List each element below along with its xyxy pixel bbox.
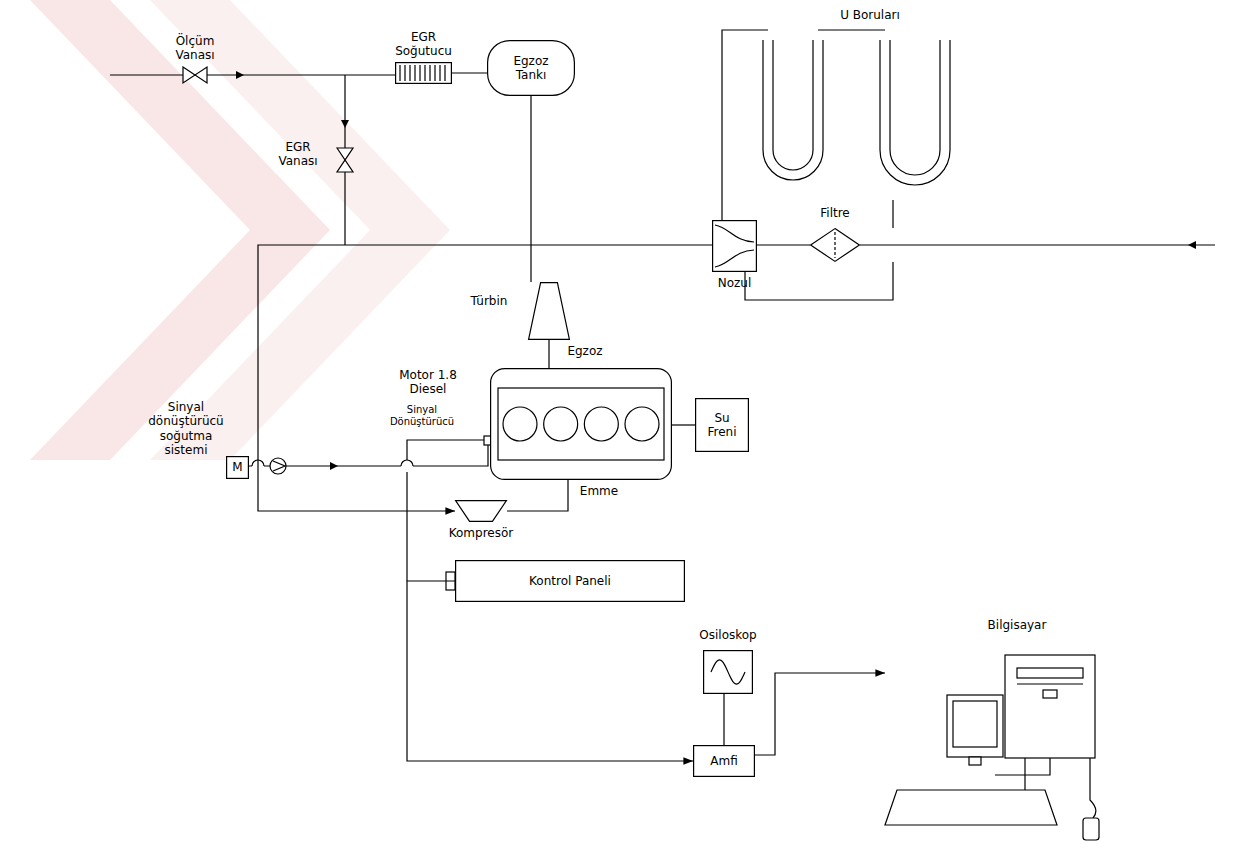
cooler-box-outline: [395, 62, 452, 84]
valve-label: Ölçüm Vanası: [167, 34, 223, 63]
node-label: Bilgisayar: [957, 618, 1077, 632]
pipe-connector: [672, 424, 695, 425]
computer-figure-outline: [885, 640, 1110, 845]
node-label: Su Freni: [701, 411, 743, 440]
flow-arrow: [341, 120, 349, 128]
brake-box: Su Freni: [695, 398, 749, 452]
turbine-symbol-outline: [528, 282, 570, 340]
port-label: Emme: [574, 484, 624, 498]
node-label: Kontrol Paneli: [529, 574, 611, 588]
motor-box: M: [226, 456, 249, 479]
node-label: Türbin: [456, 294, 522, 308]
pipe-connector: [548, 340, 549, 368]
pipe-connector: [507, 480, 568, 511]
valve-label: EGR Vanası: [272, 140, 324, 169]
part-label: U Boruları: [815, 8, 925, 22]
port-label: Egzoz: [560, 344, 610, 358]
u-tube: [880, 40, 950, 185]
node-label: Kompresör: [441, 526, 521, 540]
valve-symbol: [183, 67, 207, 83]
flow-arrow: [236, 71, 244, 79]
engine-block-outline: [490, 368, 672, 480]
watermark: [30, 0, 450, 460]
filter-symbol-outline: [810, 228, 860, 262]
engine-block: Motor 1.8 Diesel: [490, 368, 672, 480]
compressor-symbol-outline: [455, 500, 507, 522]
cooler-box: EGR Soğutucu: [395, 62, 452, 84]
manometer-line: [818, 29, 885, 30]
process-box: Kontrol Paneli: [455, 560, 685, 602]
node-label: Amfi: [710, 754, 737, 768]
valve-symbol: [337, 148, 353, 172]
pipe-connector: [757, 244, 810, 245]
node-label: Osiloskop: [683, 628, 773, 642]
node-label: Motor 1.8 Diesel: [386, 368, 470, 397]
node-label: EGR Soğutucu: [383, 30, 464, 59]
oscilloscope-box: Osiloskop: [703, 650, 753, 694]
tank-shape: Egzoz Tankı: [487, 40, 575, 96]
measure-pipe: [110, 74, 395, 75]
compressor-symbol: Kompresör: [455, 500, 507, 522]
u-tube: [763, 40, 823, 180]
pipe-connector: [258, 245, 712, 511]
node-label: Filtre: [805, 206, 865, 220]
intake-pipe: [860, 244, 1215, 245]
manometer-line: [722, 30, 768, 220]
part-label: Sinyal dönüştürücü soğutma sistemi: [146, 400, 226, 458]
pipe-connector: [452, 72, 487, 73]
oscilloscope-box-outline: [703, 650, 753, 694]
pipe-connector: [530, 96, 531, 282]
process-box: Amfi: [693, 745, 755, 777]
pump-symbol: [273, 461, 285, 471]
part-label: Sinyal Dönüştürücü: [376, 404, 468, 428]
pipe-connector: [407, 581, 693, 761]
manometer-line: [745, 200, 893, 300]
flow-arrow: [1188, 241, 1196, 249]
filter-symbol: Filtre: [810, 228, 860, 262]
turbine-symbol: Türbin: [528, 282, 570, 340]
computer-figure: Bilgisayar: [885, 640, 1110, 845]
pump-symbol: [270, 458, 286, 474]
pipe-connector: [755, 673, 885, 755]
flow-arrow: [330, 462, 338, 470]
nozzle-symbol: Nozul: [712, 220, 757, 272]
node-label: Nozul: [704, 276, 765, 290]
node-label: Egzoz Tankı: [500, 54, 562, 83]
nozzle-symbol-outline: [712, 220, 757, 272]
node-label: M: [232, 460, 242, 474]
pipe-connector: [723, 694, 724, 745]
